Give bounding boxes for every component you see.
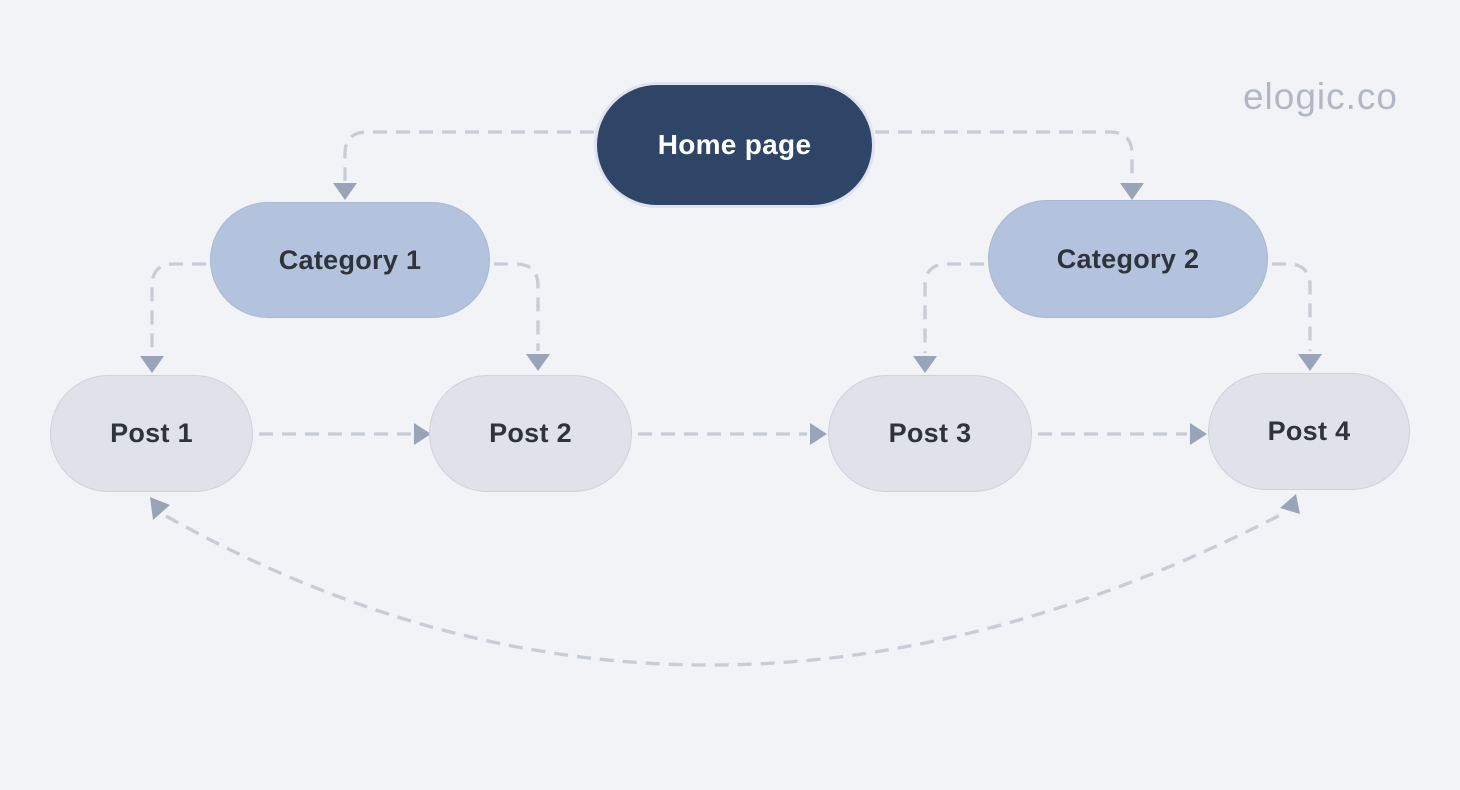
node-post-4-label: Post 4	[1267, 416, 1351, 446]
node-home-page: Home page	[597, 85, 872, 205]
node-category-2-label: Category 2	[1056, 243, 1200, 274]
edge-home-to-category-2	[875, 130, 1134, 181]
node-home-page-label: Home page	[657, 129, 812, 160]
arrowhead-into-category-1	[333, 183, 357, 200]
arrowhead-curve-into-post-4-bottom	[1280, 494, 1300, 514]
arrowhead-into-post-2-top	[526, 354, 550, 371]
edge-category-1-to-post-2	[494, 262, 540, 351]
arrowhead-into-post-3-left	[810, 423, 827, 445]
node-post-3: Post 3	[828, 375, 1032, 492]
node-category-1: Category 1	[210, 202, 490, 318]
node-category-1-label: Category 1	[278, 244, 422, 275]
node-category-2: Category 2	[988, 200, 1268, 318]
node-post-3-label: Post 3	[888, 418, 972, 448]
edge-category-1-to-post-1	[150, 262, 206, 353]
node-post-1-label: Post 1	[110, 418, 193, 448]
node-post-2: Post 2	[429, 375, 632, 492]
arrowhead-into-post-3-top	[913, 356, 937, 373]
arrowhead-curve-into-post-1-bottom	[150, 497, 170, 520]
arrowhead-into-post-1-top	[140, 356, 164, 373]
node-post-2-label: Post 2	[489, 418, 572, 448]
edge-category-2-to-post-4	[1272, 262, 1312, 351]
edge-post-4-to-post-1-curve	[165, 510, 1287, 667]
arrowhead-into-post-4-left	[1190, 423, 1207, 445]
arrowhead-into-category-2	[1120, 183, 1144, 200]
node-post-1: Post 1	[50, 375, 253, 492]
arrowhead-into-post-4-top	[1298, 354, 1322, 371]
edge-category-2-to-post-3	[923, 262, 984, 353]
edge-home-to-category-1	[343, 130, 594, 181]
watermark: elogic.co	[1242, 76, 1398, 117]
node-post-4: Post 4	[1208, 373, 1410, 490]
